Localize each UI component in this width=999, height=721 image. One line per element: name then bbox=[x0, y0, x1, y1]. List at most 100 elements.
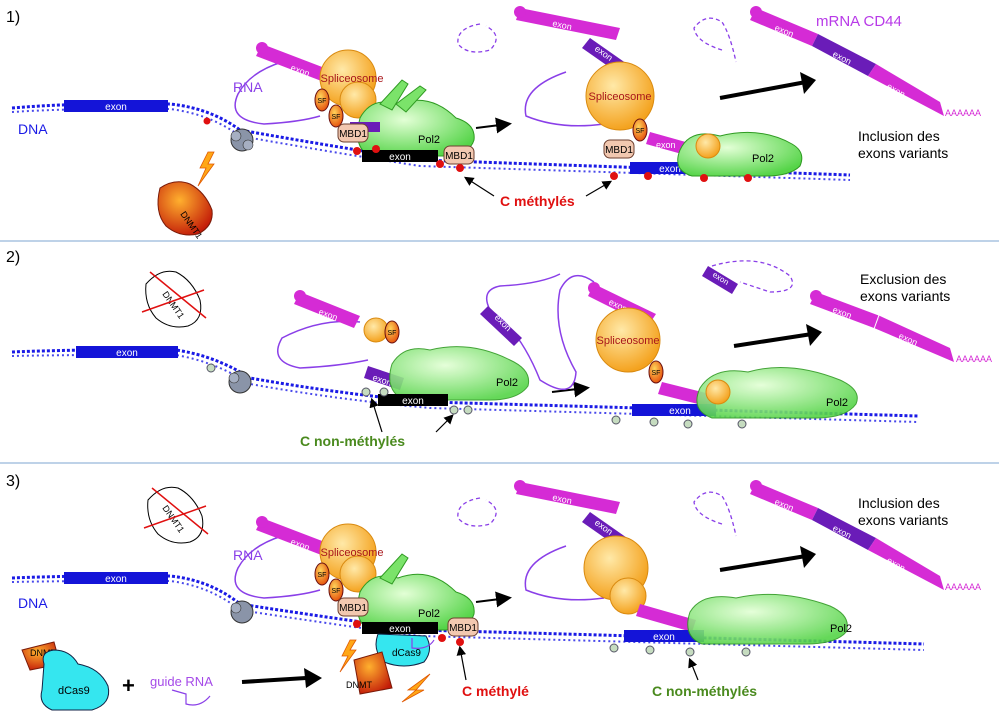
dnmt1-enzyme bbox=[157, 181, 213, 236]
mature-mrna-variant bbox=[812, 34, 876, 76]
sf-factor bbox=[314, 562, 330, 586]
lightning-icon bbox=[339, 639, 357, 673]
methyl-label: C méthylé bbox=[462, 683, 529, 699]
cross-out bbox=[141, 289, 205, 313]
pre-mrna-exon bbox=[256, 44, 330, 82]
variant-exon-label: exon bbox=[389, 624, 411, 635]
variant-exon bbox=[362, 622, 438, 634]
nucleosome-lobe bbox=[228, 372, 240, 384]
mbd1-label: MBD1 bbox=[339, 603, 367, 614]
methyl-dot bbox=[353, 620, 361, 628]
mbd1-protein bbox=[603, 139, 635, 159]
splice-junction bbox=[873, 314, 880, 330]
dna-strand bbox=[11, 354, 919, 423]
lightning-icon bbox=[401, 673, 431, 703]
outcome-text: Inclusion des bbox=[858, 128, 940, 144]
methyl-dot bbox=[456, 638, 464, 646]
polya-tail: AAAAAA bbox=[945, 108, 981, 118]
unmethyl-dot bbox=[611, 415, 621, 425]
excised-exon bbox=[702, 266, 738, 294]
mature-mrna bbox=[810, 292, 880, 328]
dnmt-label: DNMT bbox=[30, 648, 56, 658]
unmethyl-dot bbox=[609, 643, 619, 653]
mbd1-protein bbox=[337, 123, 369, 143]
rna-strand bbox=[524, 71, 605, 127]
variant-exon-label: exon bbox=[389, 152, 411, 163]
mature-mrna bbox=[868, 538, 944, 590]
pre-mrna-exon bbox=[480, 306, 522, 346]
pol2-finger bbox=[379, 553, 409, 585]
methyl-dot bbox=[610, 172, 618, 180]
dcas9-label: dCas9 bbox=[392, 648, 421, 659]
methyl-dot bbox=[456, 164, 464, 172]
methyl-dot bbox=[744, 174, 752, 182]
methyl-label: C non-méthylés bbox=[300, 433, 405, 449]
sf-label: SF bbox=[318, 98, 327, 105]
spliceosome bbox=[595, 307, 661, 373]
nucleosome-lobe bbox=[242, 139, 254, 151]
mbd1-label: MBD1 bbox=[339, 129, 367, 140]
process-arrow bbox=[719, 80, 807, 100]
excised-intron bbox=[693, 17, 737, 63]
dna-exon bbox=[64, 100, 168, 112]
mrna-label: mRNA CD44 bbox=[816, 13, 902, 30]
mrna-cap bbox=[750, 480, 762, 492]
rna-strand bbox=[524, 545, 605, 601]
dna-label: DNA bbox=[18, 595, 48, 611]
pre-mrna-exon bbox=[516, 482, 620, 514]
cross-out bbox=[151, 487, 209, 535]
panel-2: 2) exon DNMT1 exon SF exon Pol2 exon bbox=[6, 249, 992, 449]
spliceosome-lobe bbox=[695, 133, 721, 159]
dna-exon bbox=[624, 630, 704, 642]
methyl-dot bbox=[203, 117, 211, 125]
process-arrow bbox=[475, 117, 512, 134]
panel-number: 3) bbox=[6, 473, 20, 490]
mature-mrna bbox=[874, 316, 954, 362]
pol2-label: Pol2 bbox=[496, 377, 518, 389]
spliceosome-label: Spliceosome bbox=[321, 73, 384, 85]
process-arrowhead bbox=[800, 546, 816, 568]
unmethyl-dot bbox=[737, 419, 747, 429]
sf-label: SF bbox=[652, 370, 661, 377]
dna-exon-label: exon bbox=[105, 574, 127, 585]
unmethyl-dot bbox=[206, 363, 216, 373]
mature-mrna bbox=[868, 64, 944, 116]
process-arrowhead bbox=[800, 72, 816, 94]
panel-1: 1) exon DNA DNMT1 RNA exon Spliceosome S… bbox=[6, 6, 981, 241]
pol2-label: Pol2 bbox=[830, 623, 852, 635]
outcome-text: Inclusion des bbox=[858, 495, 940, 511]
spliceosome bbox=[585, 61, 655, 131]
sf-label: SF bbox=[636, 128, 645, 135]
mbd1-protein bbox=[447, 617, 479, 637]
pointer-arrow bbox=[463, 176, 495, 197]
unmethyl-dot bbox=[645, 645, 655, 655]
pol2-finger bbox=[379, 79, 409, 111]
sf-label: SF bbox=[318, 572, 327, 579]
dcas9-protein bbox=[375, 633, 430, 667]
mbd1-label: MBD1 bbox=[605, 145, 633, 156]
methyl-dot bbox=[372, 145, 380, 153]
pol2-complex bbox=[696, 367, 858, 419]
rna-strand bbox=[234, 61, 321, 125]
process-arrow bbox=[241, 676, 307, 684]
dna-exon bbox=[64, 572, 168, 584]
pol2-complex bbox=[677, 131, 803, 177]
mrna-cap bbox=[256, 42, 268, 54]
dna-exon bbox=[632, 404, 716, 416]
panel-number: 1) bbox=[6, 9, 20, 26]
process-arrowhead bbox=[304, 668, 322, 688]
sf-factor bbox=[328, 578, 344, 602]
rna-label: RNA bbox=[233, 79, 263, 95]
rna-label: RNA bbox=[233, 547, 263, 563]
rna-strand bbox=[485, 273, 595, 390]
exon-label: exon bbox=[656, 140, 676, 150]
excised-intron bbox=[457, 497, 497, 527]
mbd1-label: MBD1 bbox=[445, 151, 473, 162]
cross-out bbox=[143, 505, 207, 529]
methyl-dot bbox=[353, 147, 361, 155]
dna-exon bbox=[76, 346, 178, 358]
dna-exon-label: exon bbox=[659, 164, 681, 175]
pol2-label: Pol2 bbox=[752, 153, 774, 165]
process-arrow bbox=[551, 381, 590, 398]
pol2-label: Pol2 bbox=[826, 397, 848, 409]
